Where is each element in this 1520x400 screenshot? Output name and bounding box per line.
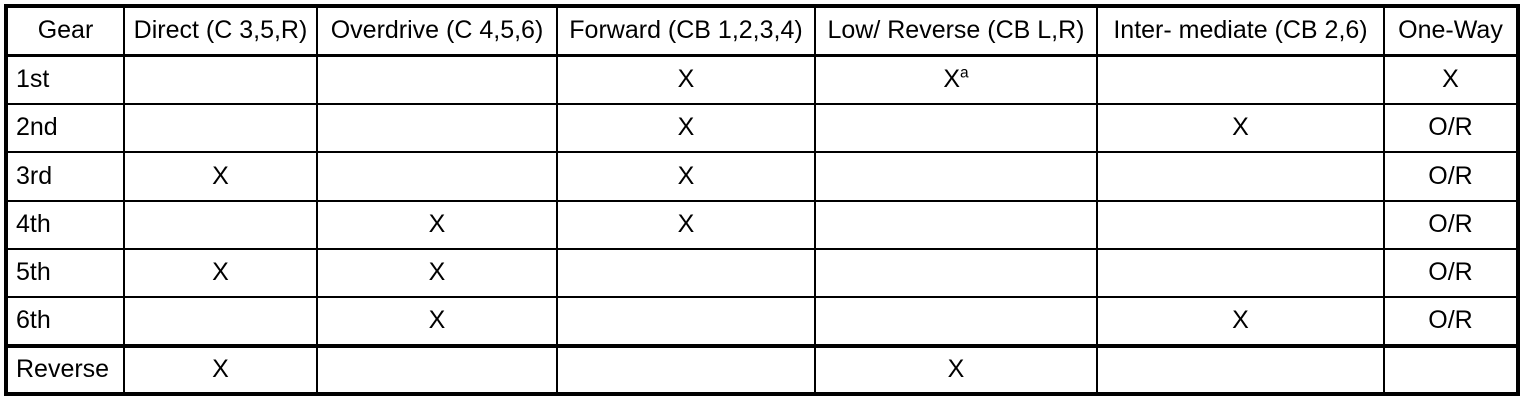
cell-overdrive: X xyxy=(316,247,558,299)
cell-oneway: O/R xyxy=(1383,199,1519,250)
cell-inter: X xyxy=(1096,102,1385,154)
cell-overdrive xyxy=(316,151,558,202)
cell-direct xyxy=(123,296,318,347)
cell-oneway: O/R xyxy=(1383,247,1519,299)
cell-forward xyxy=(556,247,816,299)
cell-overdrive xyxy=(316,54,558,105)
cell-lowrev xyxy=(814,199,1098,250)
cell-lowrev: Xa xyxy=(814,54,1098,105)
cell-lowrev xyxy=(814,247,1098,299)
column-header-forward: Forward (CB 1,2,3,4) xyxy=(556,5,816,57)
table-header-row: Gear Direct (C 3,5,R) Overdrive (C 4,5,6… xyxy=(5,5,1519,57)
cell-direct xyxy=(123,54,318,105)
column-header-overdrive: Overdrive (C 4,5,6) xyxy=(316,5,558,57)
cell-direct: X xyxy=(123,247,318,299)
cell-overdrive: X xyxy=(316,199,558,250)
cell-forward: X xyxy=(556,151,816,202)
footnote-marker: a xyxy=(960,64,969,82)
gear-label-cell: 1st xyxy=(5,54,125,105)
cell-forward xyxy=(556,343,816,396)
cell-lowrev xyxy=(814,296,1098,347)
cell-forward: X xyxy=(556,199,816,250)
cell-oneway: O/R xyxy=(1383,151,1519,202)
gear-label-cell: 2nd xyxy=(5,102,125,154)
cell-oneway: O/R xyxy=(1383,102,1519,154)
cell-overdrive xyxy=(316,343,558,396)
cell-direct: X xyxy=(123,151,318,202)
cell-lowrev: X xyxy=(814,343,1098,396)
gear-application-table: Gear Direct (C 3,5,R) Overdrive (C 4,5,6… xyxy=(4,4,1520,396)
cell-inter xyxy=(1096,54,1385,105)
cell-inter xyxy=(1096,151,1385,202)
column-header-low-reverse: Low/ Reverse (CB L,R) xyxy=(814,5,1098,57)
cell-inter: X xyxy=(1096,296,1385,347)
cell-oneway: X xyxy=(1383,54,1519,105)
gear-label-cell: 4th xyxy=(5,199,125,250)
column-header-direct: Direct (C 3,5,R) xyxy=(123,5,318,57)
cell-forward: X xyxy=(556,102,816,154)
cell-oneway: O/R xyxy=(1383,296,1519,347)
cell-inter xyxy=(1096,199,1385,250)
cell-oneway xyxy=(1383,343,1519,396)
cell-inter xyxy=(1096,343,1385,396)
column-header-gear: Gear xyxy=(5,5,125,57)
column-header-intermediate: Inter- mediate (CB 2,6) xyxy=(1096,5,1385,57)
cell-overdrive xyxy=(316,102,558,154)
cell-forward xyxy=(556,296,816,347)
cell-inter xyxy=(1096,247,1385,299)
gear-label-cell: 6th xyxy=(5,296,125,347)
column-header-one-way: One-Way xyxy=(1383,5,1519,57)
cell-overdrive: X xyxy=(316,296,558,347)
cell-direct xyxy=(123,102,318,154)
gear-label-cell: 3rd xyxy=(5,151,125,202)
table-header: Gear Direct (C 3,5,R) Overdrive (C 4,5,6… xyxy=(5,5,1519,57)
gear-label-cell: Reverse xyxy=(5,343,125,396)
cell-forward: X xyxy=(556,54,816,105)
cell-direct: X xyxy=(123,343,318,396)
cell-lowrev xyxy=(814,151,1098,202)
cell-lowrev xyxy=(814,102,1098,154)
gear-label-cell: 5th xyxy=(5,247,125,299)
cell-direct xyxy=(123,199,318,250)
